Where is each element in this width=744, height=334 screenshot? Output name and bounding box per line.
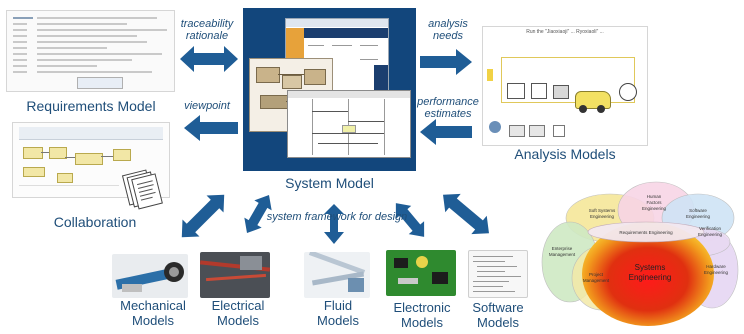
venn-project-line2: Management xyxy=(583,278,610,283)
systems-engineering-venn: Systems Engineering Soft Systems Enginee… xyxy=(541,181,739,326)
analysis-needs-line1: analysis xyxy=(428,18,468,30)
electrical-line1: Electrical xyxy=(211,298,265,313)
analysis-screenshot: Run the "Jiaoxiaoji" ... Ryoxiaoli" ... xyxy=(482,26,648,146)
system-model-panel xyxy=(243,8,416,171)
analysis-needs-line2: needs xyxy=(433,30,463,42)
requirements-model-label: Requirements Model xyxy=(26,98,156,114)
mechanical-line2: Models xyxy=(132,313,174,328)
software-line2: Models xyxy=(477,315,519,330)
analysis-models-label: Analysis Models xyxy=(514,146,616,162)
software-models-label: Software Models xyxy=(460,300,536,330)
venn-soft-line2: Engineering xyxy=(590,214,615,219)
analysis-title: Run the "Jiaoxiaoji" ... Ryoxiaoli" ... xyxy=(526,29,604,35)
analysis-needs-arrow xyxy=(420,49,472,75)
performance-line1: performance xyxy=(417,96,479,108)
system-sequence-screenshot xyxy=(287,90,411,158)
electronic-models-label: Electronic Models xyxy=(382,300,462,330)
venn-human-line3: Engineering xyxy=(642,206,667,211)
venn-hardware-line2: Engineering xyxy=(704,270,729,275)
collaboration-screenshot xyxy=(12,122,170,198)
software-line1: Software xyxy=(472,300,524,315)
venn-human-line1: Human xyxy=(647,194,662,199)
venn-soft-line1: Soft Systems xyxy=(589,208,616,213)
fluid-line2: Models xyxy=(317,313,359,328)
electronic-line1: Electronic xyxy=(393,300,451,315)
venn-center-line1: Systems xyxy=(635,263,666,272)
framework-label: system framework for design xyxy=(266,211,408,223)
venn-software-line2: Engineering xyxy=(686,214,711,219)
venn-center-line2: Engineering xyxy=(629,273,672,282)
electronic-line2: Models xyxy=(401,315,443,330)
venn-requirements-text: Requirements Engineering xyxy=(619,230,673,235)
fluid-model-image xyxy=(304,252,370,298)
electronic-model-image xyxy=(386,250,456,296)
performance-arrow xyxy=(420,119,472,145)
document-stack-icon xyxy=(121,169,163,210)
electrical-models-label: Electrical Models xyxy=(198,298,278,328)
viewpoint-label: viewpoint xyxy=(184,100,230,112)
fluid-models-label: Fluid Models xyxy=(300,298,376,328)
system-model-label: System Model xyxy=(285,175,374,191)
venn-enterprise-line2: Management xyxy=(549,252,576,257)
performance-line2: estimates xyxy=(424,108,472,120)
traceability-double-arrow xyxy=(180,46,238,72)
fluid-line1: Fluid xyxy=(323,298,353,313)
venn-verification-line1: Verification xyxy=(699,226,722,231)
mechanical-model-image xyxy=(112,254,188,298)
mechanical-line1: Mechanical xyxy=(120,298,186,313)
rationale-label: rationale xyxy=(185,30,229,42)
venn-systems-core xyxy=(582,222,714,326)
venn-human-line2: Factors xyxy=(646,200,662,205)
traceability-label: traceability xyxy=(180,18,234,30)
venn-requirements xyxy=(587,221,705,243)
venn-enterprise-line1: Enterprise xyxy=(552,246,573,251)
venn-software-line1: Software xyxy=(689,208,707,213)
viewpoint-arrow xyxy=(184,115,238,141)
venn-project-line1: Project xyxy=(589,272,604,277)
electrical-line2: Models xyxy=(217,313,259,328)
requirements-screenshot xyxy=(6,10,175,92)
mechanical-models-label: Mechanical Models xyxy=(112,298,194,328)
electrical-model-image xyxy=(200,252,270,298)
venn-verification-line2: Engineering xyxy=(698,232,723,237)
collaboration-label: Collaboration xyxy=(53,214,137,230)
venn-hardware-line1: Hardware xyxy=(706,264,726,269)
software-model-image xyxy=(468,250,528,298)
